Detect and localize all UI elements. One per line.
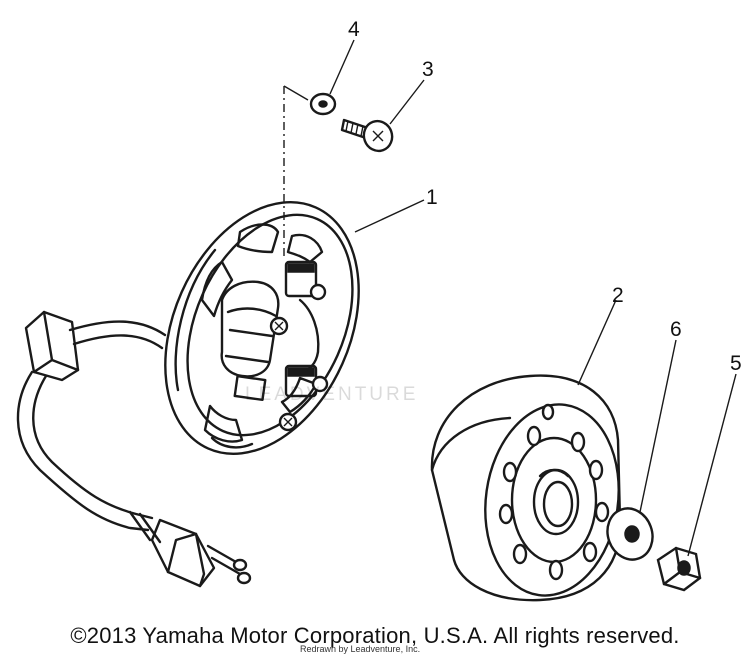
callout-6: 6 (670, 318, 682, 341)
callout-5: 5 (730, 352, 742, 375)
leader-line-3 (389, 79, 425, 125)
copyright-text: ©2013 Yamaha Motor Corporation, U.S.A. A… (70, 623, 680, 648)
callout-4: 4 (348, 18, 360, 41)
leader-line-4 (329, 39, 355, 95)
stator-assembly (164, 201, 360, 455)
screw-3 (340, 118, 394, 153)
washer-4 (309, 92, 337, 116)
leader-line-2 (577, 299, 617, 386)
leader-line-1 (354, 199, 425, 233)
watermark-text: LEADVENTURE (245, 384, 419, 405)
washer-6 (606, 507, 654, 561)
nut-5 (656, 546, 702, 592)
leader-line-6 (639, 339, 677, 513)
callout-3: 3 (422, 58, 434, 81)
redrawn-credit: Redrawn by Leadventure, Inc. (300, 644, 421, 654)
wire-harness (16, 310, 252, 588)
flywheel-rotor (430, 374, 622, 602)
callout-2: 2 (612, 284, 624, 307)
leader-line-5 (687, 373, 737, 557)
callout-1: 1 (426, 186, 438, 209)
